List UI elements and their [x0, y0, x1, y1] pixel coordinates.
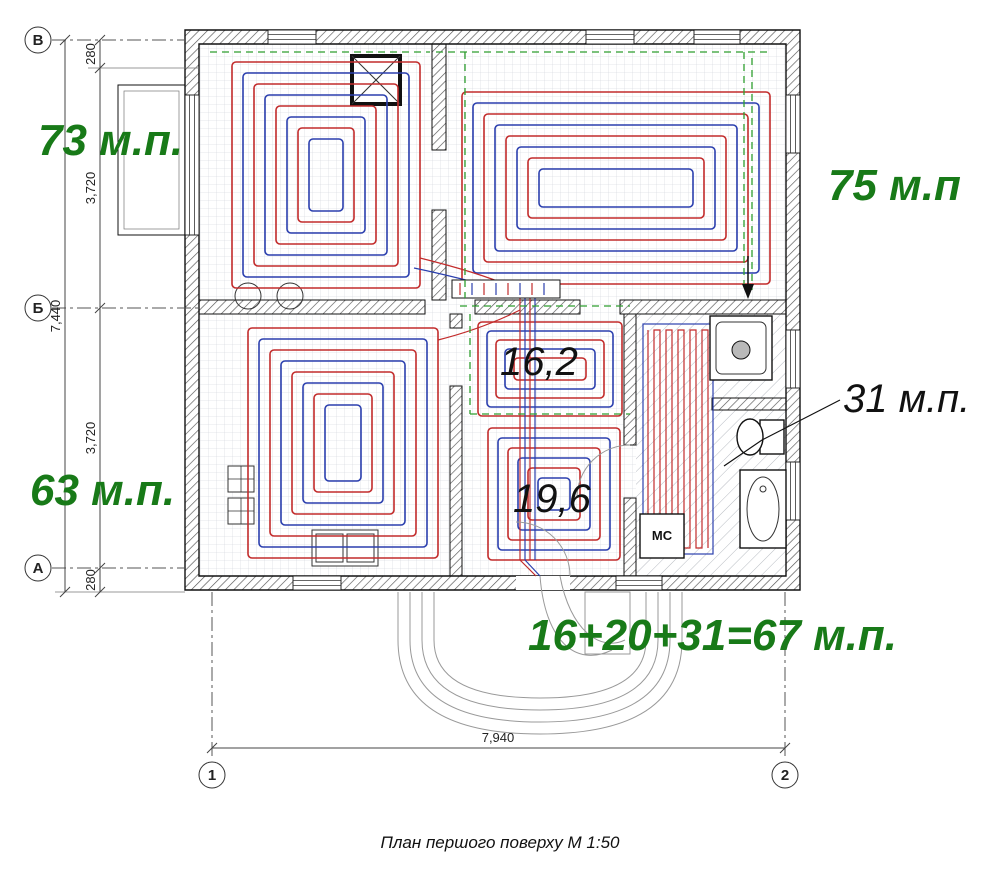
window-right-3: [785, 461, 801, 521]
balcony: [117, 84, 186, 236]
mc-unit: МС: [639, 513, 685, 559]
dim-total-left: 7,440: [48, 300, 63, 333]
heating-coil-bottom-left: [247, 327, 439, 559]
window-top-1: [267, 29, 317, 45]
toilet: [736, 418, 785, 456]
dim-seg-lower: 3,720: [83, 422, 98, 455]
zone-label-bath: 31 м.п.: [843, 377, 970, 421]
axis-col-right: 2: [781, 767, 789, 784]
window-right-2: [785, 329, 801, 389]
dim-total-bottom: 7,940: [482, 730, 515, 745]
room-area-16: 16,2: [500, 340, 578, 384]
door-arcs: [515, 444, 631, 577]
column-circle-1: [234, 282, 262, 310]
axis-col-left: 1: [208, 767, 216, 784]
column-circle-2: [276, 282, 304, 310]
zone-label-top-left: 73 м.п.: [38, 116, 183, 165]
zone-label-bottom-left: 63 м.п.: [30, 466, 175, 515]
dim-seg-bottom: 280: [83, 569, 98, 591]
axis-lines: [52, 39, 786, 760]
manifold: [451, 279, 561, 299]
flow-arrow-down: [742, 256, 754, 299]
heating-coil-top-left: [231, 61, 421, 289]
axis-row-bottom: А: [33, 560, 44, 577]
window-bottom-1: [292, 575, 342, 591]
mc-label: МС: [652, 528, 673, 543]
dim-seg-upper: 3,720: [83, 172, 98, 205]
washbasin: [709, 315, 773, 381]
axis-bubbles: В Б А 1 2: [24, 26, 799, 789]
dim-seg-top: 280: [83, 43, 98, 65]
balcony-door-window: [184, 94, 200, 236]
bathtub: [739, 469, 787, 549]
dimension-lines: [55, 34, 791, 754]
window-bottom-2: [615, 575, 663, 591]
vent-shaft: [350, 54, 402, 106]
axis-row-top: В: [33, 32, 44, 49]
window-top-2: [585, 29, 635, 45]
heating-coil-top-right: [461, 91, 771, 285]
inner-wall-edge: [198, 43, 787, 577]
dimension-labels: 280 3,720 3,720 280 7,440 7,940: [48, 43, 514, 745]
axis-row-mid: Б: [33, 300, 44, 317]
leader-line-bath: [723, 399, 841, 467]
interior-walls: [198, 43, 787, 577]
zone-label-top-right: 75 м.п: [828, 161, 961, 210]
zone-label-sum: 16+20+31=67 м.п.: [528, 611, 897, 660]
window-top-3: [693, 29, 741, 45]
entrance-door-opening: [516, 576, 570, 590]
entrance-porch-arcs: [397, 575, 683, 735]
pipe-bundle: [413, 257, 541, 577]
windows: [184, 29, 801, 591]
heating-coil-room-19: [487, 427, 621, 561]
supply-lines-green: [210, 51, 770, 415]
heating-coil-room-16: [477, 321, 623, 417]
kitchen-stove: [227, 465, 255, 525]
drawing-caption: План першого поверху М 1:50: [381, 833, 621, 852]
window-right-1: [785, 94, 801, 154]
room-area-19: 19,6: [513, 477, 592, 521]
